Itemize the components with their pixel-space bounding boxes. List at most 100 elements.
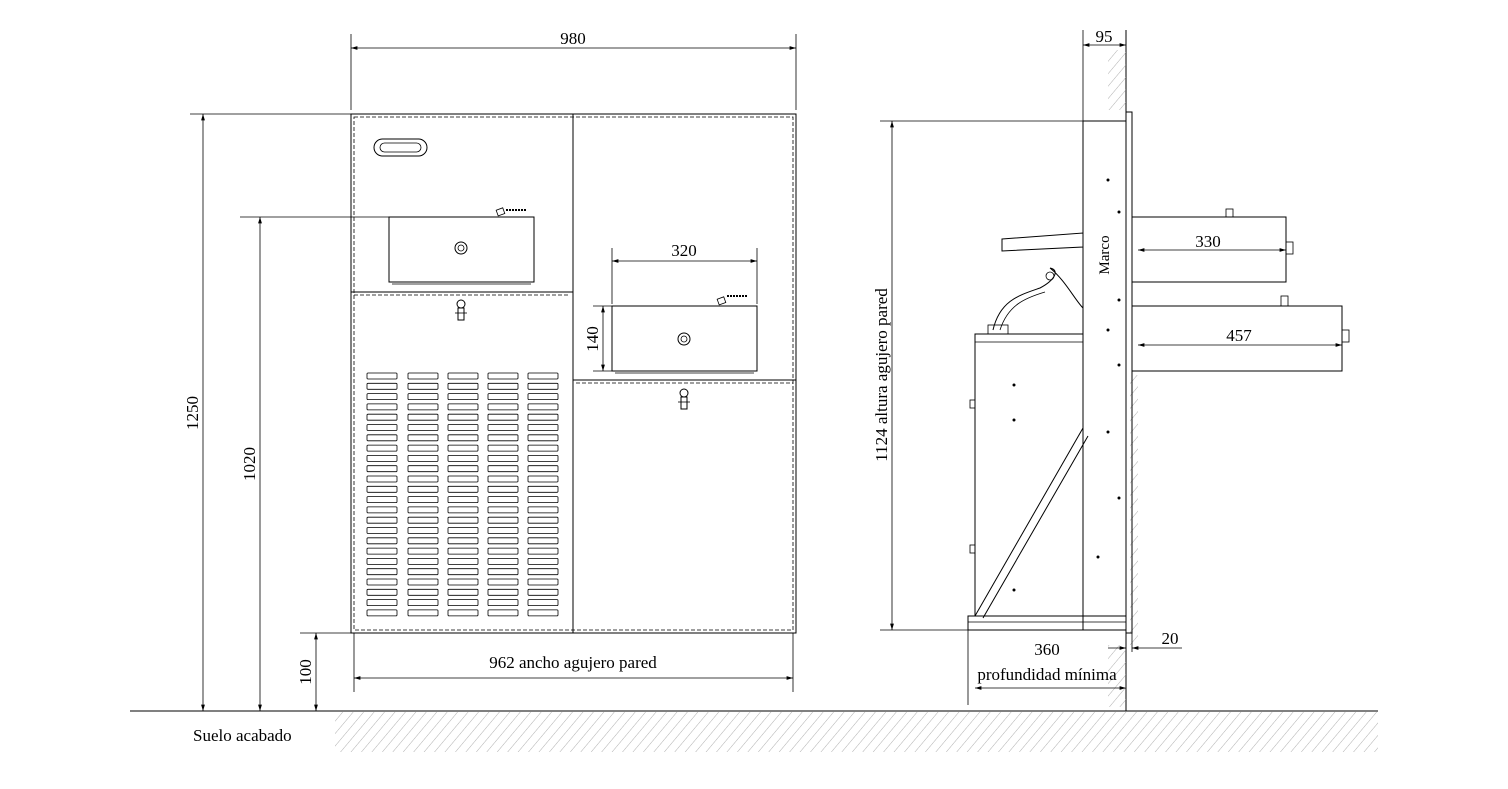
vent-slot xyxy=(487,578,519,586)
vent-slot xyxy=(366,413,398,421)
vent-slot xyxy=(447,537,479,545)
vent-slot xyxy=(447,475,479,483)
vent-slot xyxy=(487,372,519,380)
vent-slot xyxy=(527,444,559,452)
vent-slot xyxy=(407,599,439,606)
lower-basin xyxy=(611,305,758,372)
vent-slot xyxy=(527,413,559,421)
vent-slot xyxy=(527,527,559,534)
vent-slot xyxy=(487,444,519,452)
vent-slot xyxy=(407,609,439,617)
floor: Suelo acabado xyxy=(130,710,1378,752)
vent-slot xyxy=(447,599,479,606)
vent-slot xyxy=(366,424,398,431)
vent-slot xyxy=(407,475,439,483)
vent-slot xyxy=(447,558,479,565)
vent-slot xyxy=(407,588,439,596)
vent-slot xyxy=(407,413,439,421)
vent-slot xyxy=(447,578,479,586)
vent-slot xyxy=(487,609,519,617)
vent-slot xyxy=(447,444,479,452)
dim-min-depth: 360 xyxy=(1034,640,1060,659)
dim-hole-height: 1124 altura agujero pared xyxy=(872,288,891,462)
vent-slot xyxy=(447,403,479,411)
floor-label: Suelo acabado xyxy=(193,726,292,745)
frame-screws xyxy=(1096,178,1121,559)
vent-slot xyxy=(447,424,479,431)
vent-slot xyxy=(447,588,479,596)
vent-slot xyxy=(407,547,439,555)
key-icon xyxy=(678,388,690,410)
vent-slot xyxy=(366,444,398,452)
vent-slot xyxy=(487,424,519,431)
key-icon xyxy=(455,299,467,321)
vent-slot xyxy=(487,403,519,411)
vent-slot xyxy=(366,609,398,617)
vent-slot xyxy=(407,537,439,545)
vent-slot xyxy=(487,485,519,493)
vent-slot xyxy=(407,465,439,473)
vent-slot xyxy=(447,496,479,504)
vent-slot xyxy=(366,506,398,514)
vent-slot xyxy=(527,393,559,401)
vent-slot xyxy=(407,527,439,534)
vent-slot xyxy=(487,393,519,401)
dim-lower-projection: 457 xyxy=(1226,326,1252,345)
dim-frame-offset: 20 xyxy=(1162,629,1179,648)
vent-slot xyxy=(366,465,398,473)
vent-slot xyxy=(527,475,559,483)
vent-slot xyxy=(527,434,559,442)
vent-slot xyxy=(407,403,439,411)
vent-slot xyxy=(487,547,519,555)
min-depth-label: profundidad mínima xyxy=(977,665,1117,684)
vent-slot xyxy=(366,382,398,390)
vent-slot xyxy=(447,516,479,524)
vent-slot xyxy=(366,568,398,576)
dim-frame-depth: 95 xyxy=(1096,27,1113,46)
vent-slot xyxy=(407,485,439,493)
vent-slot xyxy=(366,588,398,596)
vent-slot xyxy=(527,558,559,565)
frame-label: Marco xyxy=(1097,235,1113,274)
vent-slot xyxy=(487,506,519,514)
vent-slot xyxy=(407,568,439,576)
vent-slot xyxy=(487,382,519,390)
vent-slot xyxy=(366,547,398,555)
vent-slot xyxy=(527,609,559,617)
vent-slot xyxy=(487,599,519,606)
push-button-icon xyxy=(677,332,691,346)
vent-slot xyxy=(527,424,559,431)
vent-slot xyxy=(527,537,559,545)
vent-slot xyxy=(527,454,559,462)
vent-slot xyxy=(527,547,559,555)
vent-slot xyxy=(407,444,439,452)
cooler-unit xyxy=(974,333,1084,617)
badge-slot xyxy=(373,138,428,157)
vent-slot xyxy=(447,465,479,473)
vent-slot xyxy=(527,485,559,493)
vent-slot xyxy=(527,568,559,576)
push-button-icon xyxy=(454,241,468,255)
dim-upper-projection: 330 xyxy=(1195,232,1221,251)
vent-slot xyxy=(487,516,519,524)
vent-slot xyxy=(447,506,479,514)
vent-slot xyxy=(447,568,479,576)
dim-base-height: 100 xyxy=(296,659,315,685)
vent-slot xyxy=(447,413,479,421)
vent-slot xyxy=(366,599,398,606)
vent-slot xyxy=(407,558,439,565)
vent-slot xyxy=(366,558,398,565)
side-view: Marco xyxy=(872,27,1350,711)
vent-slot xyxy=(407,434,439,442)
vent-slot xyxy=(366,393,398,401)
vent-slot xyxy=(527,465,559,473)
vent-slot xyxy=(447,372,479,380)
vent-slot xyxy=(527,578,559,586)
vent-slot xyxy=(527,599,559,606)
vent-slot xyxy=(366,527,398,534)
vent-slot xyxy=(487,413,519,421)
dim-width-total: 980 xyxy=(560,29,586,48)
vent-slot xyxy=(366,516,398,524)
vent-slot xyxy=(407,382,439,390)
